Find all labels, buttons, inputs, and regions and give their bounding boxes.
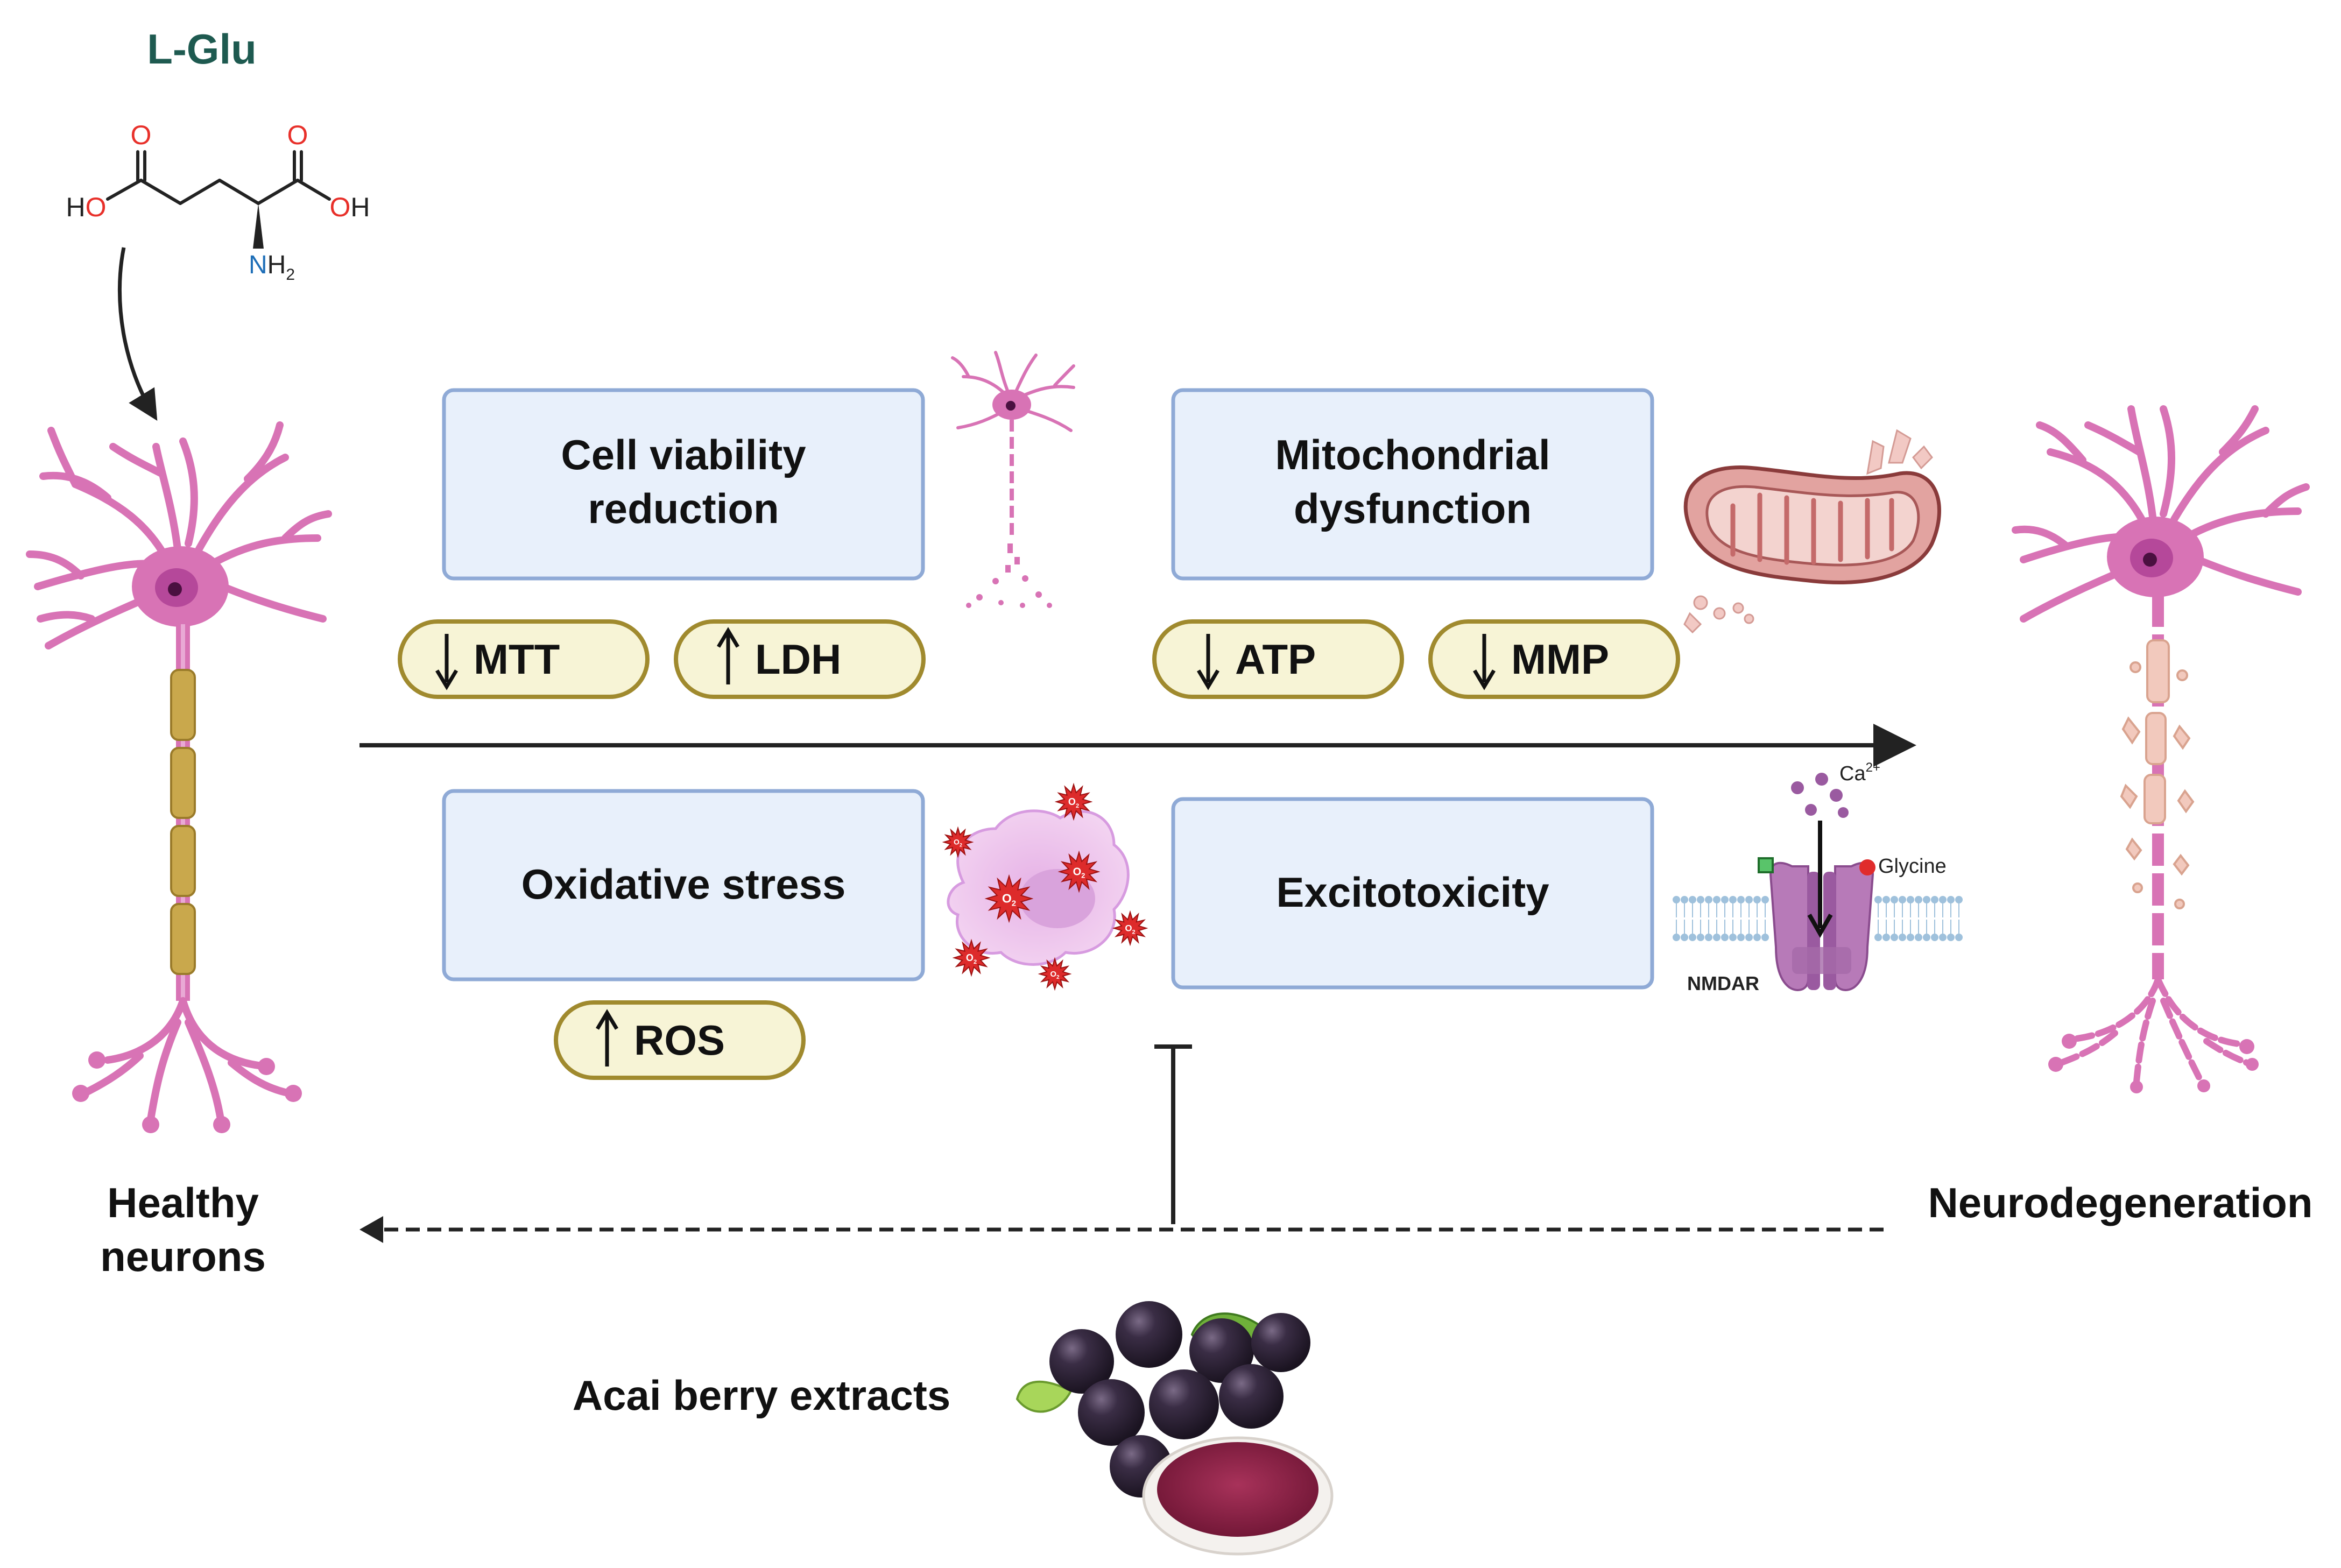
ros-burst-icon: O2 [984,874,1034,923]
marker-label-ros: ROS [634,1016,725,1064]
atom-oh: OH [329,192,370,222]
excitotoxicity-box [1171,797,1654,990]
degenerating-neuron-illustration [2012,405,2310,1093]
cell-viability-line2: reduction [588,485,779,532]
marker-pill-ldh: LDH [674,619,926,699]
ros-burst-icon: O2 [1038,957,1072,991]
marker-label-mmp: MMP [1511,635,1609,683]
nmdar-label: NMDAR [1687,972,1759,994]
l-glutamate-structure: L-Glu O O HO OH NH2 [66,25,370,284]
marker-label-ldh: LDH [755,635,841,683]
mito-line1: Mitochondrial [1275,431,1550,478]
marker-pill-mmp: MMP [1428,619,1680,699]
calcium-label: Ca2+ [1839,760,1880,785]
glutamate-arrow [117,247,158,421]
ros-burst-icon: O2 [1054,782,1093,821]
mitochondrion-icon [1683,429,1941,634]
atom-nh2: NH2 [249,251,295,284]
cell-membrane [1673,896,1963,941]
marker-label-atp: ATP [1235,635,1316,683]
oxidative-stress-box [442,789,925,981]
healthy-neurons-label-line1: Healthy [107,1179,259,1226]
mito-line2: dysfunction [1294,485,1532,532]
marker-label-mtt: MTT [474,635,560,683]
ros-burst-icon: O2 [1057,850,1101,893]
cell-viability-line1: Cell viability [561,431,806,478]
ros-burst-icon: O2 [942,826,974,858]
healthy-neuron-illustration [26,421,332,1133]
atom-o-left: O [131,120,152,150]
ros-burst-icon: O2 [1112,910,1148,947]
glycine-label: Glycine [1878,855,1947,878]
mitochondrial-dysfunction-box [1171,388,1654,581]
neurodegeneration-label: Neurodegeneration [1928,1179,2312,1226]
inhibition-bar [1154,1044,1192,1224]
l-glu-title: L-Glu [147,25,257,73]
damaged-neuron-icon [951,351,1075,608]
ros-burst-icon: O2 [952,938,991,977]
nmdar-receptor-icon [1673,773,1963,991]
healthy-neurons-label-line2: neurons [100,1233,266,1280]
atom-ho: HO [66,192,106,222]
marker-pill-atp: ATP [1152,619,1404,699]
marker-pill-ros: ROS [554,1000,806,1080]
oxidative-stress-label: Oxidative stress [521,860,846,908]
excitotoxicity-label: Excitotoxicity [1276,868,1549,916]
oxidative-cell-icon [947,809,1130,966]
acai-berry-label: Acai berry extracts [573,1372,950,1419]
atom-o-right: O [287,120,308,150]
cell-viability-box [442,388,925,581]
marker-pill-mtt: MTT [398,619,650,699]
acai-berry-illustration [1016,1301,1334,1556]
